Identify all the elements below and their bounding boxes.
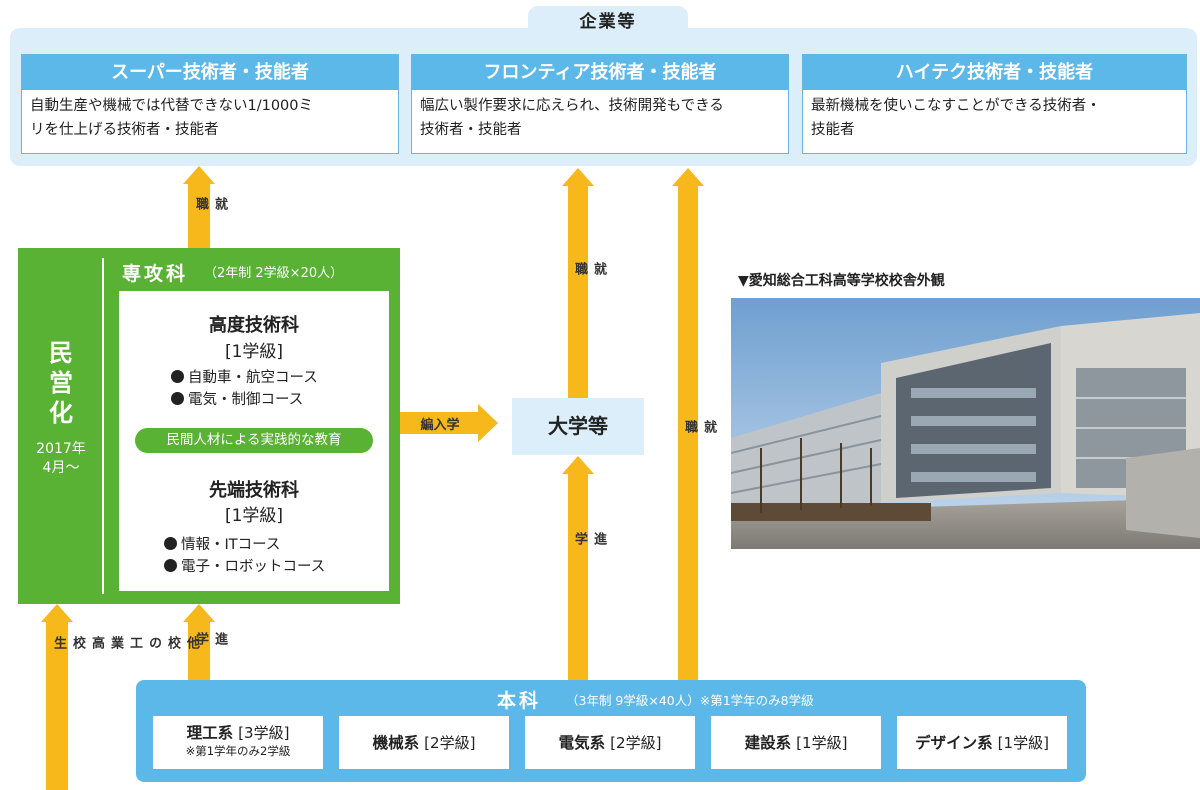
minei-date-line: 4月〜: [42, 460, 80, 476]
bullet-icon: [171, 392, 184, 405]
shingaku-label: 進学: [572, 532, 606, 546]
arrow-shaft: [188, 183, 210, 248]
dept-design: デザイン系 [1学級]: [897, 716, 1067, 769]
super-engineer-desc: 自動生産や機械では代替できない1/1000ミ リを仕上げる技術者・技能者: [22, 90, 398, 146]
desc-line: 技能者: [811, 122, 855, 138]
senko-title: 専攻科: [122, 263, 189, 285]
course-item-label: 情報・ITコース: [181, 537, 281, 553]
dept-name: デザイン系: [915, 734, 993, 752]
bullet-icon: [164, 559, 177, 572]
dept-grade: [2学級]: [424, 734, 476, 752]
course-item-label: 電子・ロボットコース: [181, 559, 326, 575]
dept-name: 電気系: [558, 734, 606, 752]
dept-name: 建設系: [744, 734, 792, 752]
course-grade: [1学級]: [224, 506, 284, 526]
course-item-label: 自動車・航空コース: [188, 370, 318, 386]
bullet-icon: [171, 370, 184, 383]
minei-date-line: 2017年: [36, 441, 86, 457]
arrow-shaft: [568, 473, 588, 681]
minkan-education-pill: 民間人材による実践的な教育: [135, 428, 373, 453]
company-heading: 企業等: [528, 6, 688, 36]
senko-subtitle: （2年制 2学級×20人）: [204, 266, 344, 281]
arrow-shaft: [678, 185, 698, 681]
hennyugaku-label: 編入学: [420, 418, 460, 433]
course-item: 情報・ITコース: [164, 533, 280, 554]
dept-riko: 理工系 [3学級] ※第1学年のみ2学級: [153, 716, 323, 769]
arrow-head: [478, 404, 498, 442]
arrow-shaft: [46, 621, 68, 790]
arrow-shaft: [188, 621, 210, 680]
other-schools-label: 他校の工業高校生: [51, 636, 199, 650]
honka-subtitle: （3年制 9学級×40人）※第1学年のみ8学級: [566, 693, 814, 708]
arrow-head: [41, 604, 73, 622]
dept-name: 機械系: [372, 734, 420, 752]
arrow-head: [562, 456, 594, 474]
photo-caption: ▼愛知総合工科高等学校校舎外観: [738, 273, 945, 289]
school-building-photo: [731, 298, 1200, 549]
frontier-engineer-card: フロンティア技術者・技能者 幅広い製作要求に応えられ、技術開発もできる 技術者・…: [411, 54, 789, 154]
hitech-engineer-desc: 最新機械を使いこなすことができる技術者・ 技能者: [803, 90, 1186, 146]
arrow-senko-to-univ: [400, 412, 480, 434]
dept-grade: [2学級]: [610, 734, 662, 752]
minei-date: 2017年 4月〜: [26, 440, 96, 478]
arrow-head: [183, 166, 215, 184]
dept-kensetsu: 建設系 [1学級]: [711, 716, 881, 769]
arrow-head: [562, 168, 594, 186]
course-item-label: 電気・制御コース: [188, 392, 304, 408]
course-item: 電気・制御コース: [171, 388, 303, 409]
dept-denki: 電気系 [2学級]: [525, 716, 695, 769]
minei-label: 民 営 化: [26, 338, 96, 428]
minei-char: 化: [49, 399, 73, 427]
bullet-icon: [164, 537, 177, 550]
minei-char: 営: [49, 369, 73, 397]
arrow-shaft: [568, 185, 588, 398]
arrow-head: [183, 604, 215, 622]
dept-grade: [1学級]: [796, 734, 848, 752]
dept-name: 理工系: [186, 724, 234, 742]
arrow-head: [672, 168, 704, 186]
super-engineer-title: スーパー技術者・技能者: [22, 55, 398, 90]
super-engineer-card: スーパー技術者・技能者 自動生産や機械では代替できない1/1000ミ リを仕上げ…: [21, 54, 399, 154]
desc-line: リを仕上げる技術者・技能者: [30, 122, 219, 138]
shushoku-label: 就職: [682, 420, 716, 434]
desc-line: 自動生産や機械では代替できない1/1000ミ: [30, 98, 314, 114]
shushoku-label: 就職: [572, 262, 606, 276]
course-item: 電子・ロボットコース: [164, 555, 325, 576]
frontier-engineer-title: フロンティア技術者・技能者: [412, 55, 788, 90]
minei-char: 民: [49, 339, 73, 367]
divider: [102, 258, 104, 594]
honka-title: 本科: [497, 690, 542, 712]
dept-kikai: 機械系 [2学級]: [339, 716, 509, 769]
hitech-engineer-card: ハイテク技術者・技能者 最新機械を使いこなすことができる技術者・ 技能者: [802, 54, 1187, 154]
course-title: 高度技術科: [209, 315, 299, 336]
university-box: 大学等: [512, 398, 644, 455]
dept-grade: [3学級]: [238, 724, 290, 742]
dept-note: ※第1学年のみ2学級: [185, 744, 291, 758]
hitech-engineer-title: ハイテク技術者・技能者: [803, 55, 1186, 90]
shingaku-label: 進学: [193, 632, 227, 646]
course-grade: [1学級]: [224, 342, 284, 362]
frontier-engineer-desc: 幅広い製作要求に応えられ、技術開発もできる 技術者・技能者: [412, 90, 788, 146]
course-item: 自動車・航空コース: [171, 366, 318, 387]
dept-grade: [1学級]: [997, 734, 1049, 752]
desc-line: 技術者・技能者: [420, 122, 522, 138]
course-title: 先端技術科: [209, 480, 299, 501]
desc-line: 最新機械を使いこなすことができる技術者・: [811, 98, 1101, 114]
shushoku-label: 就職: [193, 197, 227, 211]
desc-line: 幅広い製作要求に応えられ、技術開発もできる: [420, 98, 724, 114]
